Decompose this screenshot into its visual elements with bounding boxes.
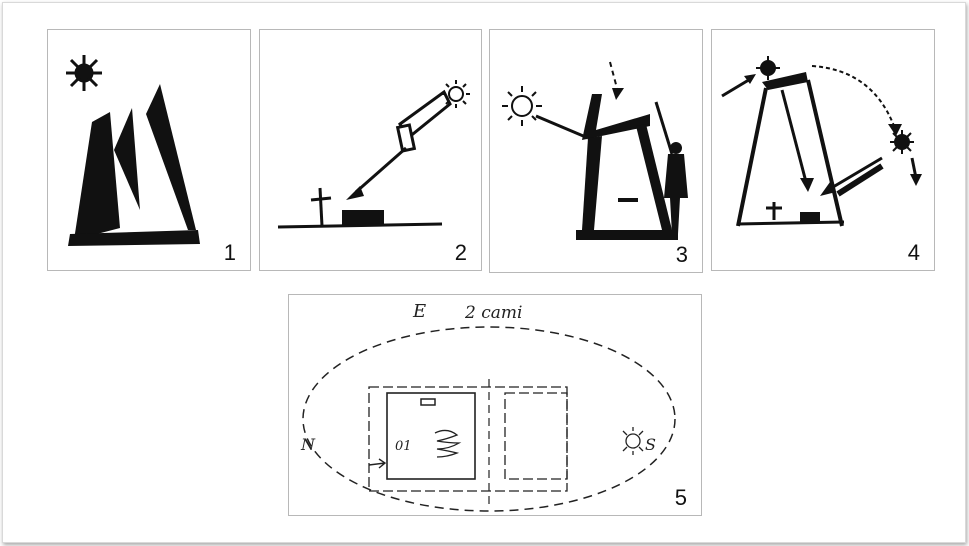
sketch-2	[260, 30, 482, 271]
sun-icon-top	[756, 56, 780, 80]
left-wall	[74, 112, 120, 240]
note-right: S	[645, 435, 656, 454]
sketch-1	[48, 30, 251, 271]
note-top-a: E	[413, 301, 426, 322]
sketch-4	[712, 30, 935, 271]
right-wall	[146, 84, 196, 230]
note-inner: 01	[395, 439, 412, 454]
middle-wall	[114, 108, 140, 210]
altar	[342, 210, 384, 226]
dashed-arrow	[610, 62, 618, 92]
sketch-3	[490, 30, 703, 273]
panel-5: E 2 cami N S 01 5	[288, 294, 702, 516]
entry-arrow	[369, 459, 385, 468]
note-top-b: 2 cami	[465, 303, 522, 323]
inner-ray	[782, 90, 806, 182]
sun-ray	[536, 116, 588, 138]
ground-line	[278, 224, 442, 227]
panel-number: 3	[676, 244, 688, 266]
sketch-5	[289, 295, 702, 516]
panel-number: 4	[908, 242, 920, 264]
cross-icon	[311, 188, 331, 226]
panel-4: 4	[711, 29, 935, 271]
curved-arrow	[812, 66, 894, 126]
prism-box	[398, 125, 415, 151]
inner-arrow-head	[800, 178, 814, 192]
plan-room-right	[505, 393, 567, 479]
base	[576, 230, 678, 240]
cross-icon	[766, 202, 782, 220]
panel-number: 5	[675, 487, 687, 509]
plan-altar	[421, 399, 435, 405]
note-left: N	[301, 435, 315, 454]
right-wall	[808, 80, 842, 226]
panel-3: 3	[489, 29, 703, 273]
plan-room-left	[387, 393, 475, 479]
sun-icon	[66, 55, 102, 91]
left-wall	[738, 88, 766, 226]
altar	[800, 212, 820, 222]
plan-hatching	[435, 430, 459, 457]
panel-number: 2	[455, 242, 467, 264]
sun-sketch-icon	[623, 427, 643, 455]
panel-2: 2	[259, 29, 482, 271]
panel-1: 1	[47, 29, 251, 271]
left-arrow	[722, 78, 752, 96]
sun-icon-right	[890, 130, 914, 154]
down-arrow-head	[910, 174, 922, 186]
sun-icon	[502, 86, 542, 126]
arrow-line	[356, 148, 406, 192]
dashed-arrow-head	[612, 88, 624, 100]
left-wall	[582, 136, 602, 230]
ground-line	[738, 222, 844, 224]
panel-number: 1	[224, 242, 236, 264]
